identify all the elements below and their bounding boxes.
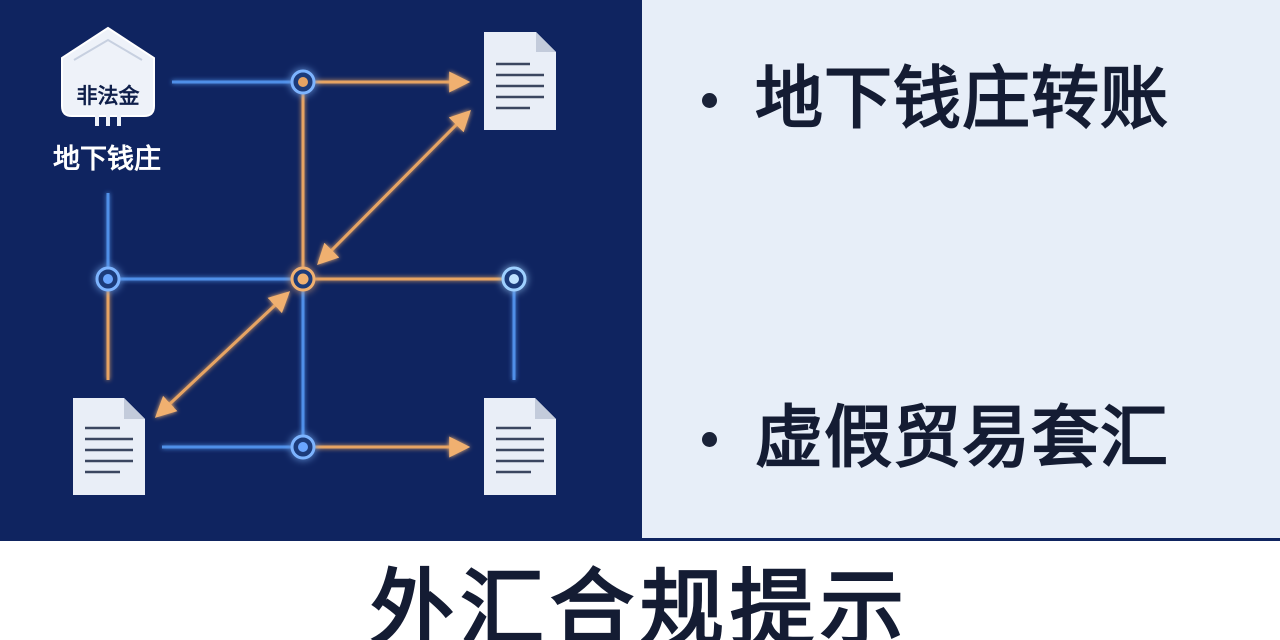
bullet-text: 虚假贸易套汇	[755, 399, 1170, 478]
node-top	[290, 69, 316, 95]
node-center	[290, 266, 316, 292]
flow-diagram-panel: 非法金	[0, 0, 642, 538]
node-bottom	[290, 434, 316, 460]
bullet-dot-icon	[702, 92, 717, 108]
footer-title: 外汇合规提示	[369, 560, 910, 640]
node-right	[501, 266, 527, 292]
flow-diagram: 非法金	[61, 26, 556, 495]
document-icon-bottom-right	[484, 398, 556, 495]
footer-bar: 外汇合规提示	[0, 538, 1280, 640]
arrow-center-doc-bl	[154, 291, 291, 418]
bullet-item: 虚假贸易套汇	[702, 405, 1169, 473]
bullet-dot-icon	[702, 431, 717, 447]
arrow-center-doc-tr	[317, 110, 471, 265]
bullet-item: 地下钱庄转账	[702, 66, 1169, 134]
source-label: 地下钱庄	[53, 144, 161, 175]
document-icon-bottom-left	[73, 398, 145, 495]
document-icon-top-right	[484, 32, 556, 130]
source-badge-text: 非法金	[77, 84, 141, 108]
node-left	[95, 266, 121, 292]
warning-list-panel: 地下钱庄转账 虚假贸易套汇	[642, 0, 1280, 538]
money-house-icon	[61, 26, 155, 126]
bullet-text: 地下钱庄转账	[755, 60, 1170, 139]
